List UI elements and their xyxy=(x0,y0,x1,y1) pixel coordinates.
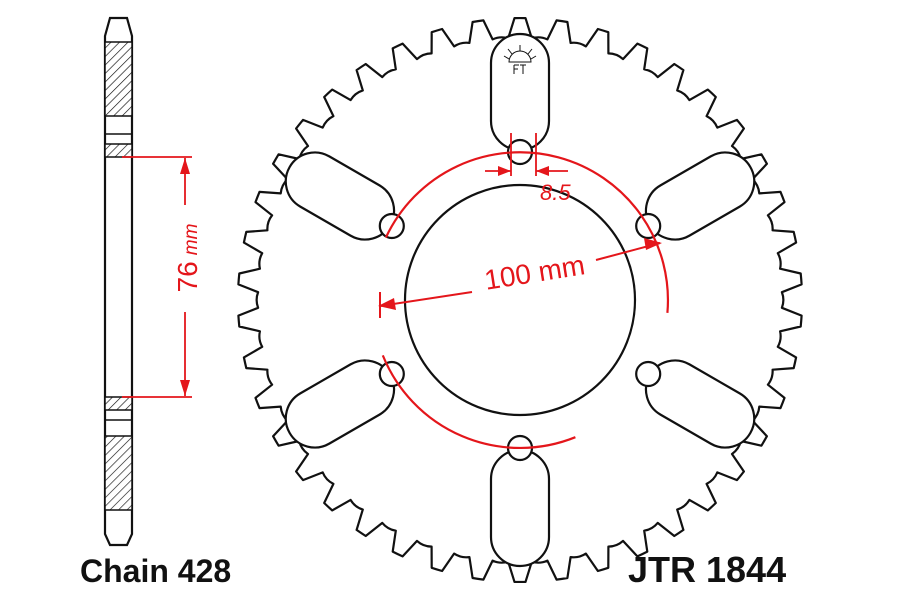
manufacturer-logo-icon xyxy=(503,45,537,74)
bolt-hole-label: 8.5 xyxy=(540,180,571,205)
side-profile xyxy=(103,16,134,547)
chain-label: Chain 428 xyxy=(80,553,231,589)
arrow-head xyxy=(378,298,396,310)
arrow-head xyxy=(180,158,190,174)
arrow-head xyxy=(180,380,190,396)
hatched-tooth-band-top xyxy=(104,41,133,117)
lightening-slot xyxy=(489,448,551,568)
offset-value: 76 xyxy=(172,261,203,292)
arrow-head xyxy=(536,166,549,176)
bolt-hole xyxy=(635,360,662,388)
hatched-tooth-band-bottom xyxy=(104,435,133,511)
offset-unit: mm xyxy=(181,224,202,256)
arrow-head xyxy=(644,238,662,250)
pcd-dimension-line xyxy=(379,291,473,307)
pcd-arc xyxy=(384,151,670,313)
hatched-hub-band-top xyxy=(104,143,133,158)
hatched-hub-band-bottom xyxy=(104,396,133,411)
center-bore xyxy=(403,183,637,417)
bolt-hole-dimension: 8.5 xyxy=(485,133,571,205)
pcd-arc xyxy=(381,354,576,450)
offset-label: 76 mm xyxy=(172,224,203,293)
lightening-slots xyxy=(284,32,756,568)
part-number-label: JTR 1844 xyxy=(628,549,786,590)
offset-dimension: 76 mm xyxy=(122,156,203,398)
arrow-head xyxy=(498,166,511,176)
